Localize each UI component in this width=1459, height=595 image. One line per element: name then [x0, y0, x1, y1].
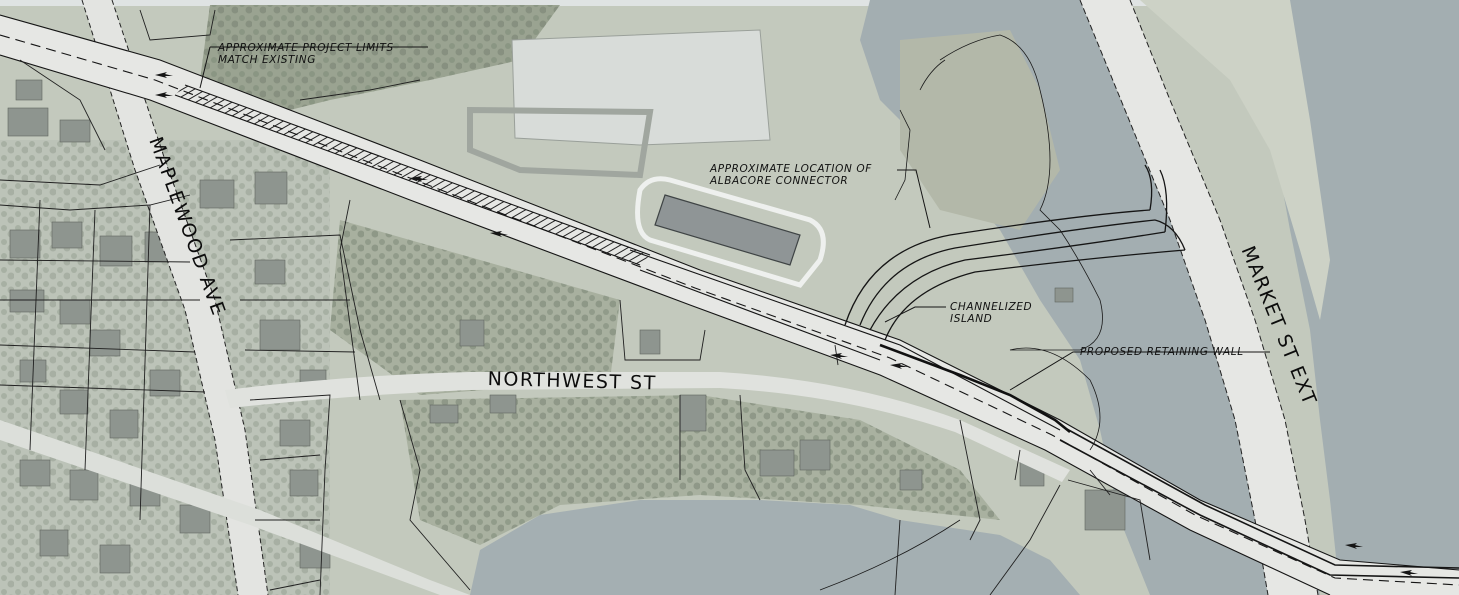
project-limits-annotation: APPROXIMATE PROJECT LIMITS MATCH EXISTIN… [218, 42, 394, 66]
project-limits-line-2: MATCH EXISTING [218, 54, 316, 66]
channelized-island-annotation: CHANNELIZED ISLAND [950, 301, 1032, 325]
channelized-line-2: ISLAND [950, 313, 993, 325]
project-limits-line-1: APPROXIMATE PROJECT LIMITS [218, 42, 394, 54]
street-label-northwest-st: NORTHWEST ST [487, 368, 657, 395]
south-cove [470, 500, 1080, 595]
retaining-wall-annotation: PROPOSED RETAINING WALL [1080, 346, 1244, 358]
east-water [1270, 0, 1459, 595]
albacore-line-2: ALBACORE CONNECTOR [710, 175, 849, 187]
market-st-ext-road [1080, 0, 1318, 595]
northwest-st-road [225, 372, 1070, 482]
retaining-wall-label: PROPOSED RETAINING WALL [1080, 346, 1244, 358]
albacore-line-1: APPROXIMATE LOCATION OF [710, 163, 872, 175]
channelized-line-1: CHANNELIZED [950, 301, 1033, 313]
albacore-connector-annotation: APPROXIMATE LOCATION OF ALBACORE CONNECT… [710, 163, 872, 187]
